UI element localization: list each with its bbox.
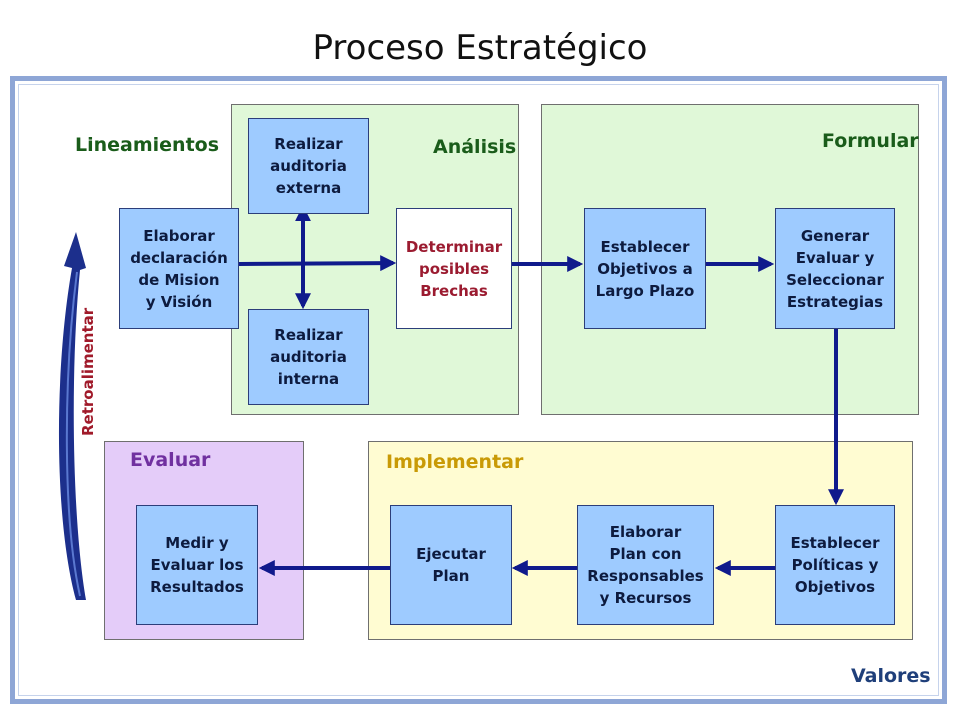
box-elaborar-declaracion: Elaborar declaración de Mision y Visión: [119, 208, 239, 329]
feedback-arrow: [58, 232, 86, 600]
lineamientos-label: Lineamientos: [75, 134, 220, 156]
box-auditoria-interna: Realizar auditoria interna: [248, 309, 369, 405]
box-generar-estrategias: Generar Evaluar y Seleccionar Estrategia…: [775, 208, 895, 329]
box-auditoria-externa: Realizar auditoria externa: [248, 118, 369, 214]
box-elaborar-plan: Elaborar Plan con Responsables y Recurso…: [577, 505, 714, 625]
arrow-mision-brechas: [238, 255, 397, 272]
page-title: Proceso Estratégico: [312, 28, 648, 68]
box-determinar-brechas: Determinar posibles Brechas: [396, 208, 512, 329]
implementar-label: Implementar: [386, 451, 524, 473]
box-establecer-politicas: Establecer Políticas y Objetivos: [775, 505, 895, 625]
valores-label: Valores: [851, 665, 931, 687]
box-ejecutar-plan: Ejecutar Plan: [390, 505, 512, 625]
box-medir-evaluar: Medir y Evaluar los Resultados: [136, 505, 258, 625]
analisis-label: Análisis: [433, 136, 517, 158]
formular-label: Formular: [822, 130, 919, 152]
box-establecer-objetivos: Establecer Objetivos a Largo Plazo: [584, 208, 706, 329]
evaluar-label: Evaluar: [130, 449, 211, 471]
